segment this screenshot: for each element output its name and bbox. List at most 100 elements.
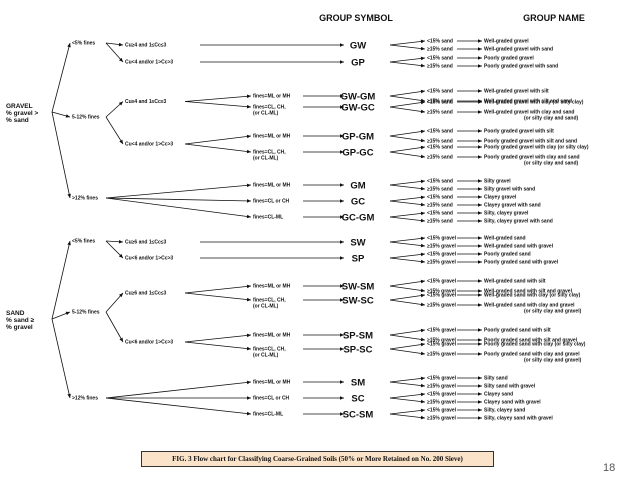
group-name: Poorly graded sand with clay and gravel [484, 352, 580, 358]
arrowhead [478, 56, 482, 60]
arrowhead [478, 289, 482, 293]
arrowhead [246, 333, 251, 338]
arrowhead [478, 342, 482, 346]
group-symbol: SW [350, 238, 365, 249]
arrowhead [478, 179, 482, 183]
arrow-to-amount [389, 381, 426, 387]
arrowhead [119, 139, 123, 144]
group-name-continued: (or silty clay and gravel) [524, 358, 582, 364]
amount-condition: <15% sand [427, 129, 453, 135]
amount-condition: ≥15% sand [427, 203, 453, 209]
group-name: Silty gravel with sand [484, 187, 535, 193]
fines-label: <5% fines [72, 239, 95, 245]
amount-condition: ≥15% gravel [427, 303, 456, 309]
arrow-to-amount [389, 196, 426, 202]
arrowhead [478, 203, 482, 207]
arrowhead [420, 415, 425, 420]
root-label-gravel: % sand [6, 117, 29, 124]
arrow-to-amount [389, 413, 426, 419]
arrowhead [420, 293, 425, 298]
group-name: Well-graded sand with clay and gravel [484, 303, 575, 309]
arrowhead [478, 392, 482, 396]
arrowhead [340, 298, 344, 302]
arrow-to-amount [389, 44, 426, 50]
arrow-to-amount [389, 40, 426, 46]
amount-condition: <15% gravel [427, 236, 457, 242]
group-name: Poorly graded gravel with silt [484, 129, 554, 135]
arrowhead [246, 297, 251, 302]
arrow-to-fine-type [184, 143, 252, 153]
group-symbol: GP-GC [342, 148, 373, 159]
arrow-to-amount [389, 216, 426, 222]
group-symbol: GW [350, 41, 366, 52]
arrow-to-fine-type [184, 285, 252, 294]
arrowhead [420, 288, 425, 293]
arrowhead [246, 104, 251, 109]
arrowhead [420, 145, 425, 150]
arrowhead [246, 183, 251, 188]
arrowhead [340, 105, 344, 109]
fine-type-label: (or CL-ML) [253, 304, 279, 310]
arrow-to-amount [389, 334, 426, 341]
arrowhead [478, 328, 482, 332]
arrowhead [478, 195, 482, 199]
amount-condition: <15% gravel [427, 328, 457, 334]
arrowhead [478, 303, 482, 307]
arrowhead [65, 311, 70, 316]
arrowhead [340, 380, 344, 384]
arrowhead [340, 215, 344, 219]
group-symbol: SP [352, 254, 365, 265]
group-name: Silty, clayey sand with gravel [484, 416, 553, 422]
arrowhead [247, 396, 251, 400]
arrow-to-grading [105, 116, 124, 145]
arrowhead [478, 219, 482, 223]
arrowhead [340, 396, 344, 400]
arrow-to-fine-type [184, 101, 252, 108]
arrowhead [420, 46, 425, 51]
amount-condition: <15% sand [427, 195, 453, 201]
arrowhead [420, 279, 425, 284]
fines-label: 5-12% fines [72, 115, 100, 121]
arrowhead [420, 186, 425, 191]
arrowhead [118, 293, 123, 298]
arrowhead [420, 56, 425, 61]
arrowhead [340, 284, 344, 288]
arrowhead [420, 39, 425, 44]
arrowhead [478, 416, 482, 420]
group-name: Well-graded gravel with clay (or silty c… [484, 100, 584, 106]
caption-text: FIG. 3 Flow chart for Classifying Coarse… [172, 455, 463, 463]
fines-label: <5% fines [72, 41, 95, 47]
group-name: Silty, clayey gravel [484, 211, 529, 217]
arrowhead [340, 43, 344, 47]
arrowhead [478, 244, 482, 248]
group-name: Poorly graded sand with silt and gravel [484, 338, 578, 344]
group-symbol: SM [351, 378, 365, 389]
page-number: 18 [603, 462, 616, 474]
amount-condition: <15% gravel [427, 392, 457, 398]
arrowhead [246, 94, 251, 99]
arrowhead [340, 256, 344, 260]
group-symbol: GM [350, 181, 365, 192]
arrow-to-amount [389, 180, 426, 186]
amount-condition: ≥15% sand [427, 110, 453, 116]
arrowhead [420, 202, 425, 207]
fines-label: >12% fines [72, 196, 98, 202]
arrow-to-amount [389, 257, 426, 263]
fine-type-label: fines=CL, CH, [253, 298, 286, 304]
arrowhead [246, 346, 251, 351]
arrow-to-amount [389, 237, 426, 243]
amount-condition: ≥15% sand [427, 64, 453, 70]
arrowhead [420, 351, 425, 356]
arrowhead [246, 411, 251, 416]
group-name: Well-graded gravel [484, 39, 529, 45]
criteria-condition: fines=CL-ML [253, 412, 283, 418]
group-name-continued: (or silty clay and sand) [524, 161, 579, 167]
arrowhead [478, 129, 482, 133]
arrow-root-to-fines [51, 42, 71, 113]
criteria-condition: fines=ML or MH [253, 380, 291, 386]
arrowhead [118, 253, 123, 258]
group-symbol: GP [351, 58, 365, 69]
arrow-to-amount [389, 343, 426, 350]
arrow-to-amount [389, 200, 426, 206]
arrowhead [246, 149, 251, 154]
